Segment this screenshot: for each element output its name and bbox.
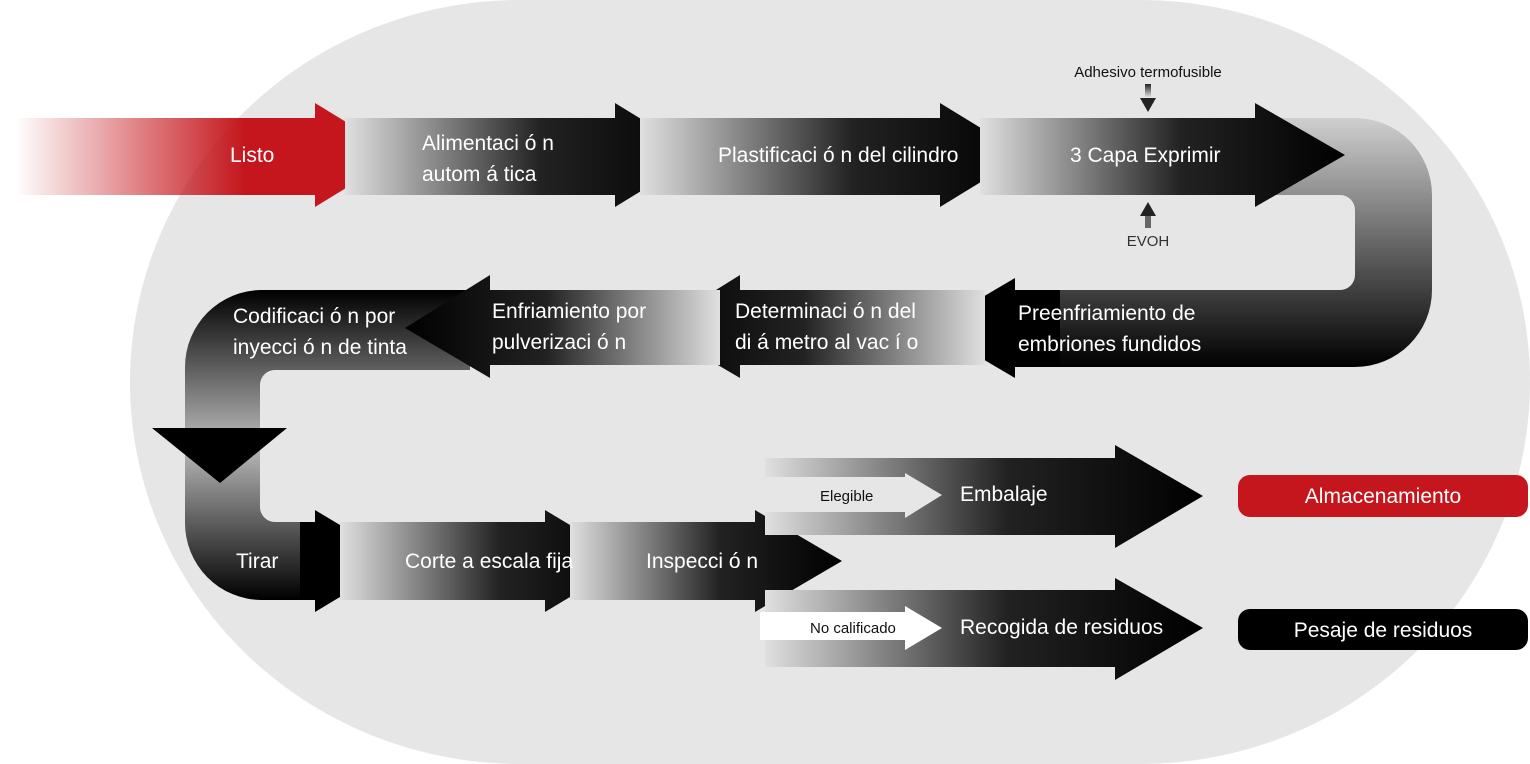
almacenamiento-badge — [1238, 475, 1528, 517]
adhesivo-arrow — [1145, 84, 1151, 98]
label-almacenamiento: Almacenamiento — [1305, 485, 1461, 508]
label-alimentacion-2: autom á tica — [422, 163, 537, 186]
label-pesaje: Pesaje de residuos — [1294, 619, 1473, 642]
arrow-capa — [980, 103, 1345, 207]
left-band — [184, 290, 470, 600]
arrow-preenfriamiento — [930, 278, 1060, 378]
label-adhesivo: Adhesivo termofusible — [1074, 64, 1222, 81]
arrow-determinacion — [655, 275, 985, 378]
label-enfriamiento-2: pulverizaci ó n — [492, 331, 626, 354]
label-capa: 3 Capa Exprimir — [1070, 144, 1221, 167]
label-recogida: Recogida de residuos — [960, 616, 1163, 639]
arrow-alimentacion — [345, 103, 700, 207]
label-preenfriamiento-2: embriones fundidos — [1018, 333, 1201, 356]
label-enfriamiento-1: Enfriamiento por — [492, 300, 646, 323]
arrow-enfriamiento — [405, 275, 720, 378]
label-codificacion-1: Codificaci ó n por — [233, 305, 395, 328]
pesaje-badge — [1238, 609, 1528, 650]
label-listo: Listo — [230, 144, 274, 167]
label-elegible: Elegible — [820, 488, 873, 505]
label-inspeccion: Inspecci ó n — [646, 550, 758, 573]
arrow-listo — [15, 103, 400, 207]
evoh-arrow — [1140, 202, 1156, 216]
label-determinacion-2: di á metro al vac í o — [735, 331, 918, 354]
arrow-plastificacion — [640, 103, 1025, 207]
label-alimentacion-1: Alimentaci ó n — [422, 132, 554, 155]
arrow-corte — [340, 510, 630, 612]
label-tirar: Tirar — [236, 550, 278, 573]
label-embalaje: Embalaje — [960, 483, 1048, 506]
label-codificacion-2: inyecci ó n de tinta — [233, 336, 407, 359]
label-corte: Corte a escala fija — [405, 550, 573, 573]
down-arrow-head — [152, 428, 287, 483]
arrow-recogida — [765, 578, 1203, 680]
label-preenfriamiento-1: Preenfriamiento de — [1018, 302, 1195, 325]
label-no-calificado: No calificado — [810, 620, 896, 637]
label-evoh: EVOH — [1127, 233, 1170, 250]
label-plastificacion: Plastificaci ó n del cilindro — [718, 144, 958, 167]
arrow-inspeccion — [570, 510, 842, 612]
u-turn-band — [1015, 118, 1432, 367]
arrow-embalaje — [765, 445, 1203, 548]
label-determinacion-1: Determinaci ó n del — [735, 300, 916, 323]
arrow-no-calificado — [760, 606, 942, 650]
arrow-elegible — [765, 473, 942, 518]
